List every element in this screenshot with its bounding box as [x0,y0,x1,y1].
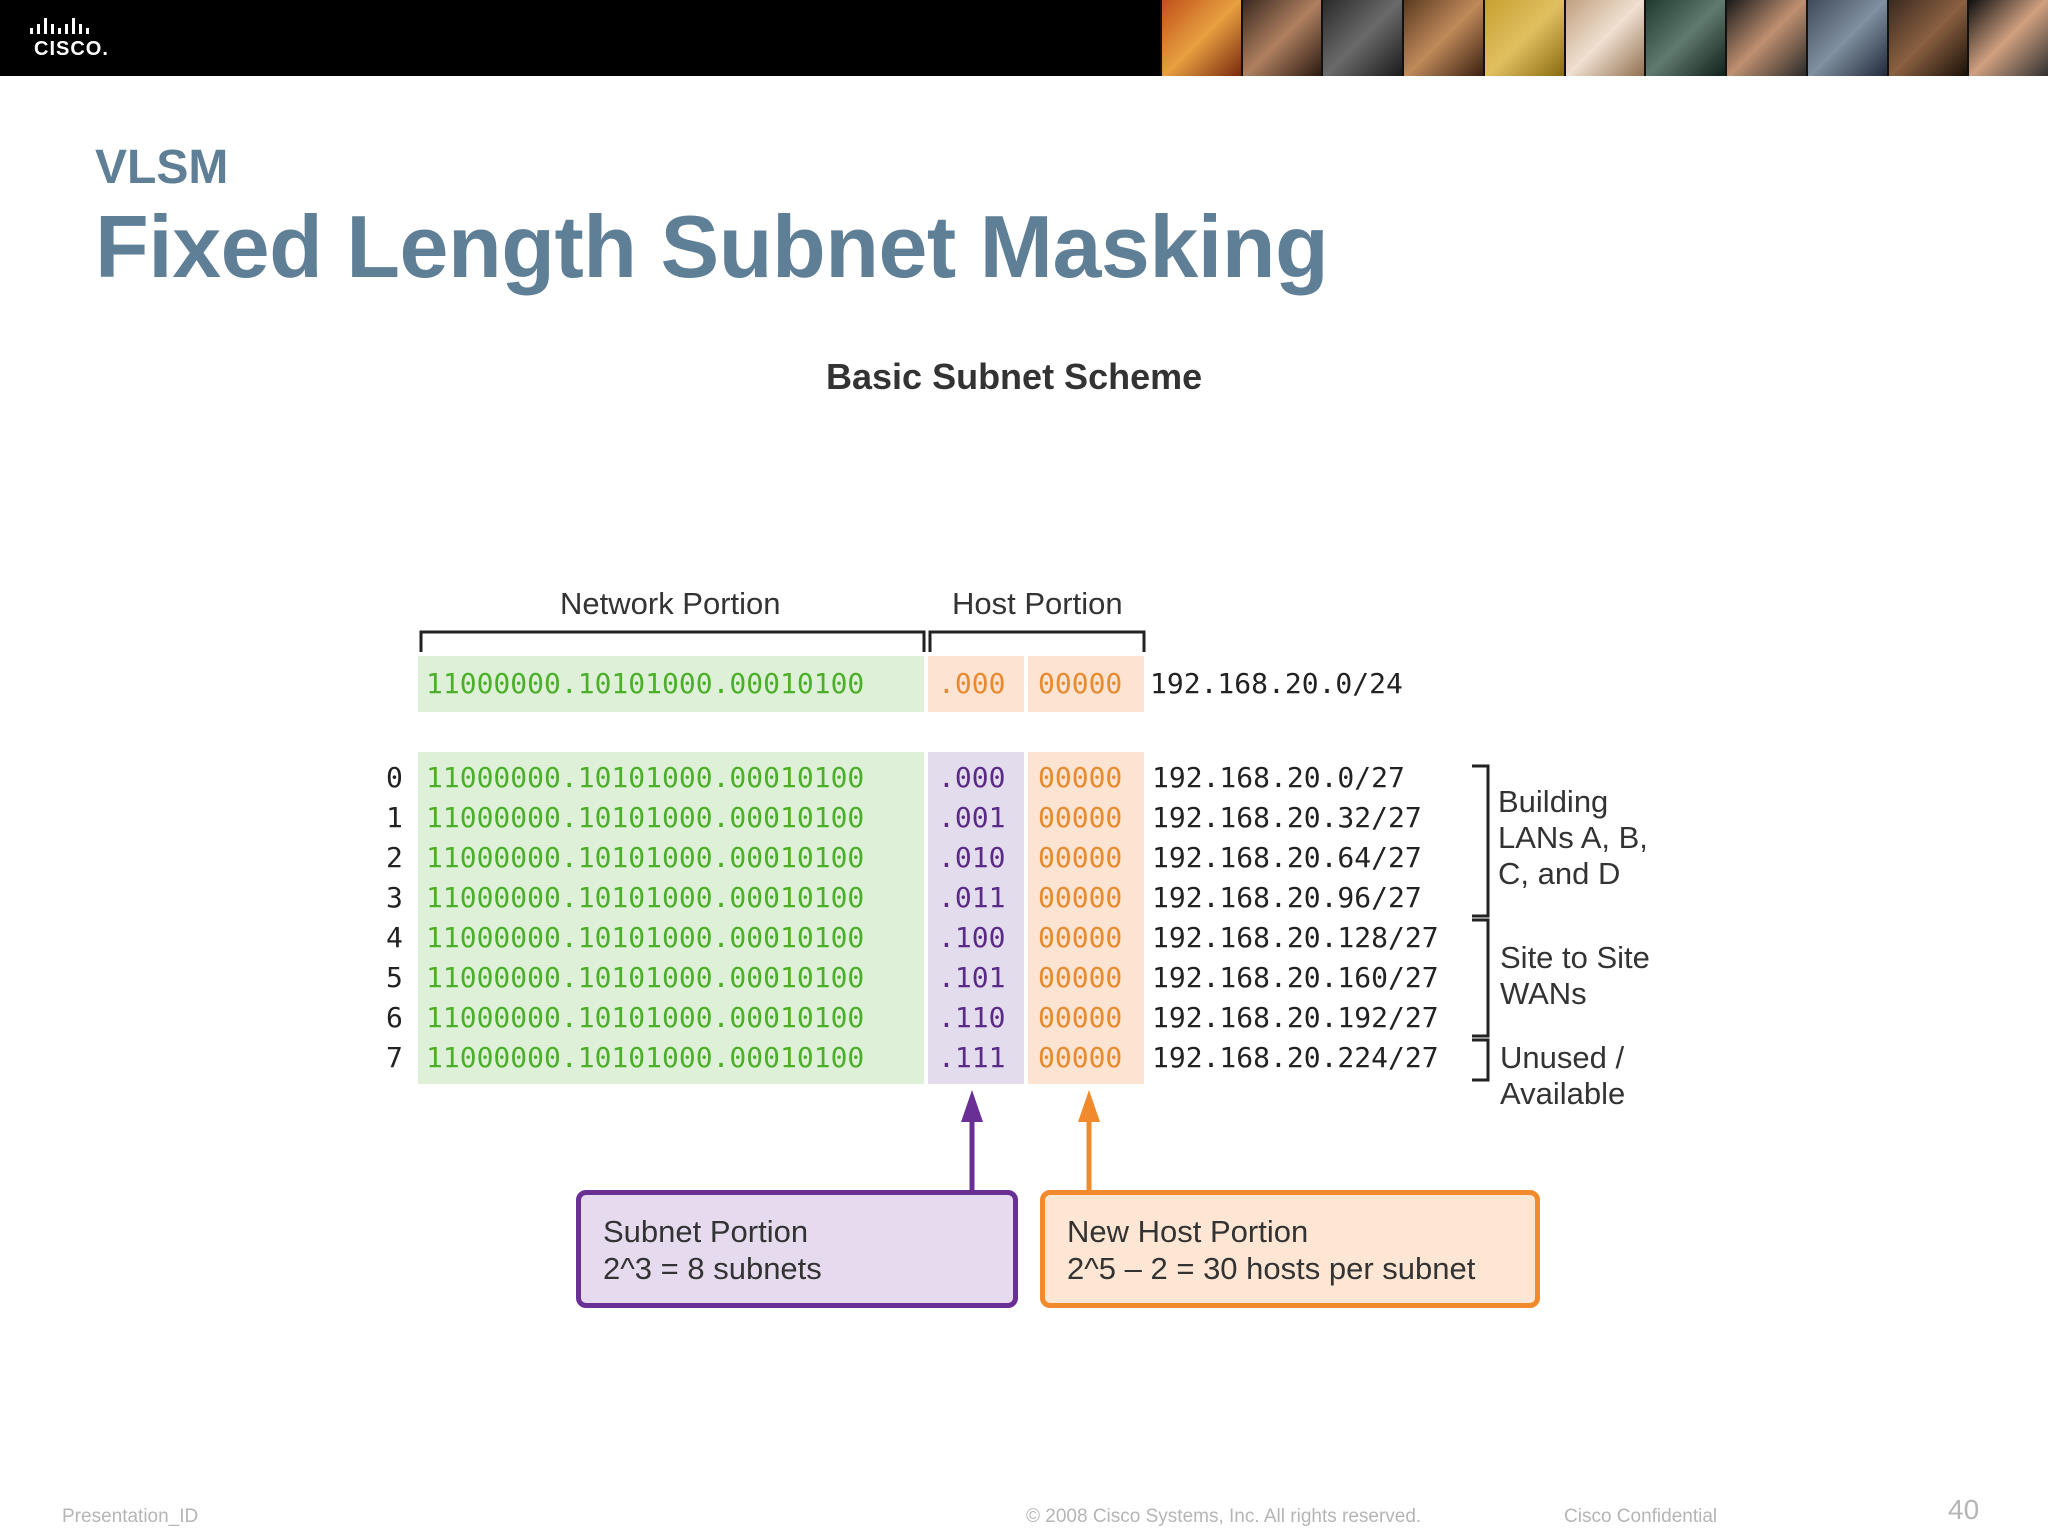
row-index: 4 [386,921,403,954]
subnet-address: 192.168.20.192/27 [1152,1001,1439,1034]
host-bits-background [1028,752,1144,1084]
copyright: © 2008 Cisco Systems, Inc. All rights re… [1026,1506,1422,1527]
host-bits-background [928,656,1024,712]
network-bits-background [418,752,924,1084]
subnet-address: 192.168.20.224/27 [1152,1041,1439,1074]
host-bits: 00000 [1038,1041,1123,1074]
photo-tile [1240,0,1322,76]
photo-tile [1725,0,1806,76]
subnet-bits: .000 [938,761,1006,794]
network-bits: 11000000.10101000.00010100 [426,1001,865,1034]
callout-formula: 2^5 – 2 = 30 hosts per subnet [1067,1251,1476,1286]
slide-title: Fixed Length Subnet Masking [95,197,1329,296]
network-bits: 11000000.10101000.00010100 [426,961,865,994]
row-index: 1 [386,801,403,834]
photo-tile [1160,0,1241,76]
host-bits: .000 [938,667,1006,700]
host-bits: 00000 [1038,1001,1123,1034]
network-bits-background [418,656,924,712]
host-bits: 00000 [1038,761,1123,794]
callout-heading: New Host Portion [1067,1214,1309,1249]
subnet-bits: .010 [938,841,1006,874]
photo-tile [1644,0,1726,76]
subnet-bits: .110 [938,1001,1006,1034]
diagram-title: Basic Subnet Scheme [826,356,1203,397]
confidential-label: Cisco Confidential [1564,1506,1718,1527]
network-bits: 11000000.10101000.00010100 [426,667,865,700]
subnet-address: 192.168.20.32/27 [1152,801,1422,834]
subnet-address: 192.168.20.64/27 [1152,841,1422,874]
top-banner: CISCO. [0,0,2048,76]
row-index: 0 [386,761,403,794]
host-bits: 00000 [1038,841,1123,874]
network-bits: 11000000.10101000.00010100 [426,1041,865,1074]
photo-tile [1886,0,1968,76]
photo-tile [1563,0,1645,76]
subnet-address: 192.168.20.0/27 [1152,761,1405,794]
slide-subtitle: VLSM [95,141,229,194]
row-index: 7 [386,1041,403,1074]
host-bits: 00000 [1038,921,1123,954]
unused-label: Unused / Available [1500,1040,1626,1111]
subnet-bits-background [928,752,1024,1084]
subnet-portion-callout: Subnet Portion 2^3 = 8 subnets [576,1190,1018,1308]
subnet-address: 192.168.20.128/27 [1152,921,1439,954]
building-lans-label: Building LANs A, B, C, and D [1498,784,1648,891]
photo-tile [1482,0,1564,76]
row-index: 5 [386,961,403,994]
network-bits: 11000000.10101000.00010100 [426,801,865,834]
network-bits: 11000000.10101000.00010100 [426,761,865,794]
photo-tile [1321,0,1403,76]
row-index: 2 [386,841,403,874]
network-bits: 11000000.10101000.00010100 [426,921,865,954]
host-bits: 00000 [1038,961,1123,994]
page-number: 40 [1948,1494,1980,1525]
photo-tile [1402,0,1483,76]
subnet-bits: .101 [938,961,1006,994]
network-portion-label: Network Portion [560,586,781,621]
host-bits: 00000 [1038,801,1123,834]
row-index: 3 [386,881,403,914]
photo-tile [1805,0,1887,76]
host-bits: 00000 [1038,881,1123,914]
subnet-address: 192.168.20.160/27 [1152,961,1439,994]
network-address: 192.168.20.0/24 [1150,667,1403,700]
subnet-address: 192.168.20.96/27 [1152,881,1422,914]
host-bits-background [1028,656,1144,712]
callout-heading: Subnet Portion [603,1214,809,1249]
subnet-bits: .011 [938,881,1006,914]
site-wans-label: Site to Site WANs [1500,940,1650,1011]
subnet-bits: .001 [938,801,1006,834]
host-portion-callout: New Host Portion 2^5 – 2 = 30 hosts per … [1040,1190,1540,1308]
cisco-logo-text: CISCO. [34,38,109,60]
cisco-logo-icon [30,18,89,34]
callout-formula: 2^3 = 8 subnets [603,1251,822,1286]
presentation-id: Presentation_ID [62,1506,199,1527]
host-portion-label: Host Portion [952,586,1123,621]
photo-tile [1967,0,2048,76]
subnet-bits: .111 [938,1041,1006,1074]
network-bits: 11000000.10101000.00010100 [426,881,865,914]
row-index: 6 [386,1001,403,1034]
photo-strip [1160,0,2048,76]
host-bits: 00000 [1038,667,1123,700]
subnet-bits: .100 [938,921,1006,954]
network-bits: 11000000.10101000.00010100 [426,841,865,874]
